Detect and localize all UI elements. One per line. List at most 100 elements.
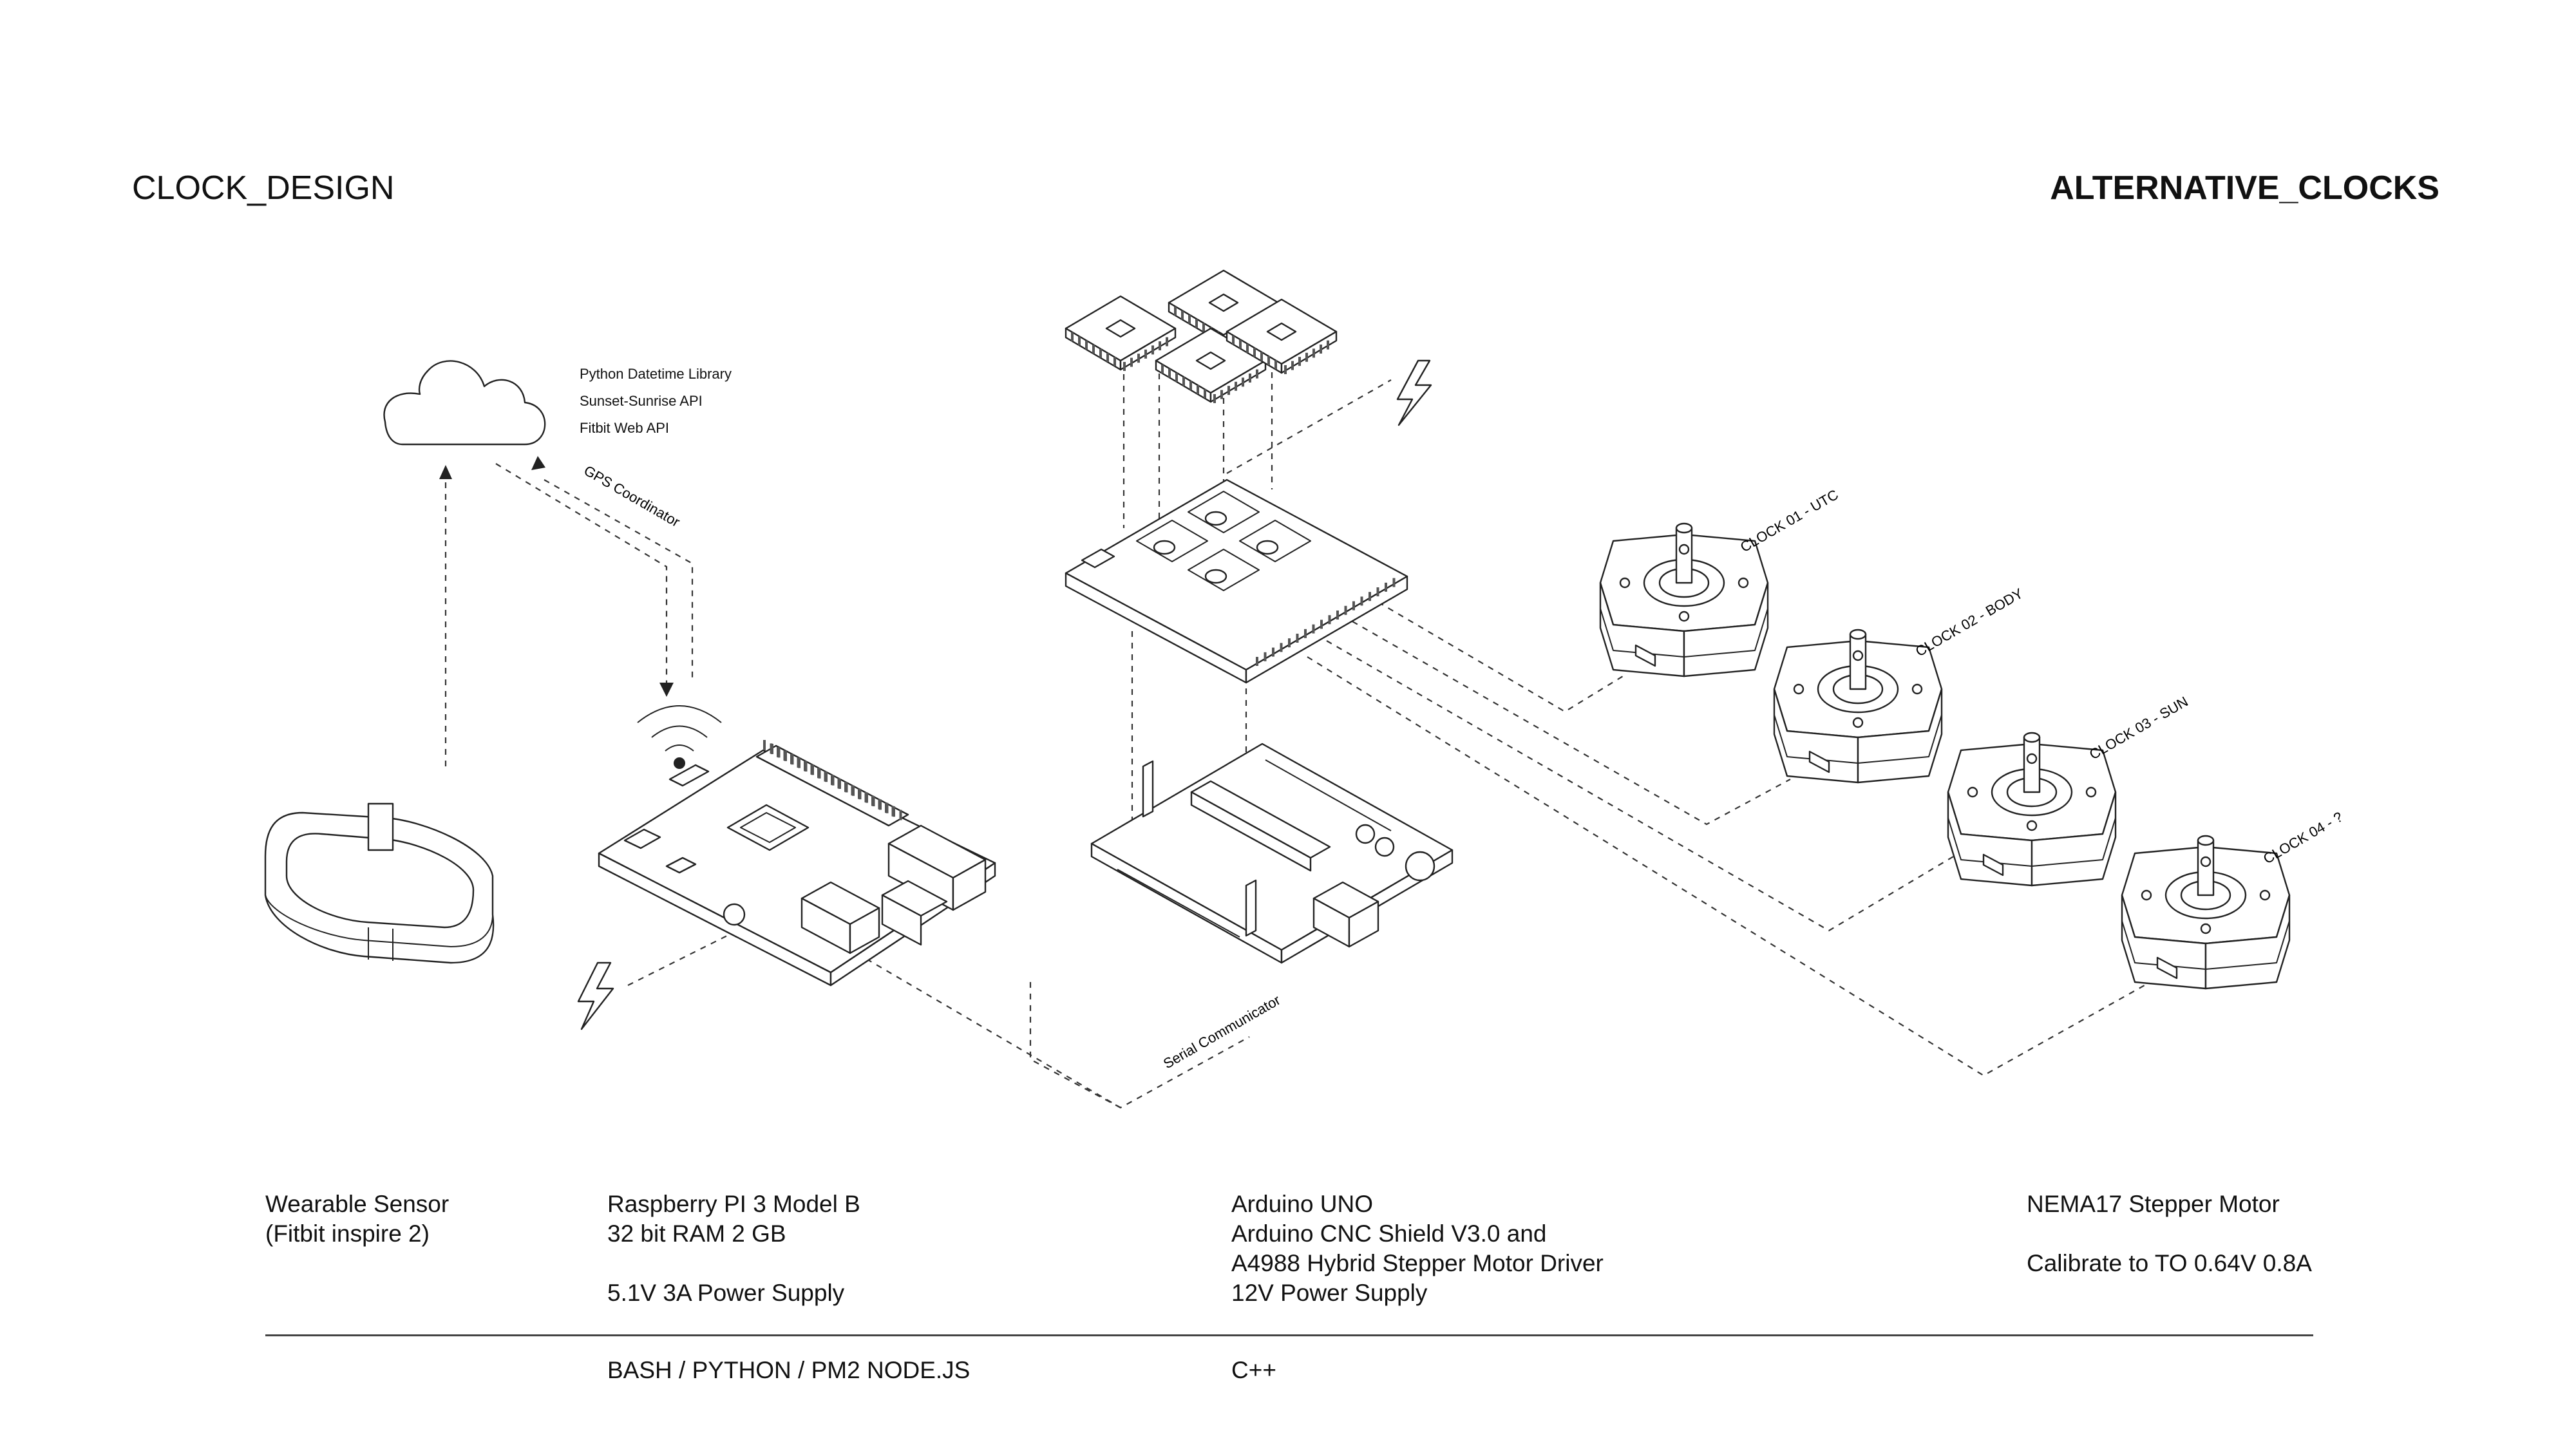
power-lightning-icon	[1397, 361, 1431, 425]
driver-pin	[1267, 356, 1270, 365]
screw	[1853, 718, 1862, 727]
gpio-pin	[784, 750, 786, 761]
raspberry-pi-board	[599, 740, 995, 985]
capacitor	[1206, 512, 1226, 525]
gpio-pin	[817, 768, 820, 778]
gpio-pin	[851, 785, 854, 795]
driver-pin	[1227, 386, 1230, 395]
shield-pin	[1304, 629, 1307, 638]
caption-wearable: Wearable Sensor (Fitbit inspire 2)	[265, 1189, 449, 1249]
gpio-pin	[885, 802, 887, 813]
screw	[2260, 891, 2269, 900]
screw	[1620, 578, 1629, 587]
driver-pin	[1246, 344, 1249, 353]
arrow-up-icon	[439, 465, 452, 479]
divider-line	[265, 1334, 2313, 1336]
gpio-pin	[824, 772, 827, 782]
driver-pin	[1253, 348, 1256, 357]
gpio-pin	[804, 761, 806, 771]
caption-line: Wearable Sensor	[265, 1189, 449, 1219]
screw	[1968, 788, 1977, 797]
cloud-service-1: Python Datetime Library	[580, 366, 732, 383]
arrow-cloud-icon	[531, 456, 545, 470]
driver-pin	[1085, 341, 1088, 350]
driver-pin	[1174, 307, 1177, 316]
driver-pin	[1197, 385, 1199, 394]
driver-pin	[1260, 352, 1263, 361]
screw	[1913, 685, 1922, 694]
caption-arduino: Arduino UNO Arduino CNC Shield V3.0 and …	[1231, 1189, 1604, 1308]
power-lightning-icon-2	[578, 963, 613, 1029]
driver-pin	[1166, 337, 1168, 346]
driver-pin	[1320, 345, 1322, 354]
shield-pin	[1264, 652, 1267, 661]
shield-pin	[1345, 606, 1347, 615]
shield-pin	[1320, 620, 1323, 629]
driver-pin	[1189, 381, 1192, 390]
driver-pin	[1232, 336, 1235, 345]
driver-pin	[1220, 390, 1223, 399]
driver-pin	[1106, 353, 1109, 362]
driver-pin	[1204, 389, 1206, 398]
gpio-pin	[790, 754, 793, 764]
gpio-pin	[858, 789, 860, 799]
driver-pin	[1092, 345, 1095, 354]
capacitor	[1206, 570, 1226, 583]
cloud-service-3: Fitbit Web API	[580, 420, 669, 437]
driver-pin	[1144, 350, 1147, 359]
caption-line: Calibrate to TO 0.64V 0.8A	[2027, 1249, 2312, 1278]
shield-pin	[1393, 578, 1396, 587]
screw	[2201, 857, 2210, 866]
screw	[2201, 924, 2210, 933]
caption-line	[607, 1249, 860, 1278]
screw	[2142, 891, 2151, 900]
screw	[1794, 685, 1803, 694]
caption-line	[2027, 1219, 2312, 1249]
gpio-pin	[777, 747, 779, 757]
driver-pin	[1256, 370, 1258, 379]
shield-pin	[1280, 643, 1283, 652]
driver-pin	[1168, 368, 1171, 377]
fitbit-band-icon	[265, 804, 493, 963]
driver-pin	[1182, 377, 1185, 386]
gpio-pin	[871, 795, 874, 806]
gpio-pin	[838, 778, 840, 788]
driver-pin	[1175, 373, 1178, 382]
driver-pin	[1137, 354, 1140, 363]
shield-pin	[1385, 583, 1387, 592]
driver-pin	[1113, 357, 1116, 366]
gpio-pin	[865, 792, 867, 802]
capacitor	[1154, 541, 1175, 554]
shield-power-link	[1227, 380, 1391, 473]
clock-label-3: CLOCK 03 - SUN	[2087, 693, 2191, 762]
clock-label-2: CLOCK 02 - BODY	[1913, 585, 2026, 659]
shield-pin	[1329, 615, 1331, 624]
shield-pin	[1256, 657, 1258, 666]
caption-line: Raspberry PI 3 Model B	[607, 1189, 860, 1219]
gpio-pin	[892, 806, 895, 817]
gpio-pin	[844, 782, 847, 792]
stepper-driver-modules	[1066, 270, 1336, 403]
caption-line: 12V Power Supply	[1231, 1278, 1604, 1308]
driver-pin	[1099, 349, 1102, 358]
screw	[1680, 612, 1689, 621]
shield-pin	[1272, 648, 1274, 657]
caption-line: Arduino UNO	[1231, 1189, 1604, 1219]
driver-pin	[1202, 323, 1205, 332]
screw	[2027, 821, 2036, 830]
cloud-service-2: Sunset-Sunrise API	[580, 393, 703, 410]
shield-pin	[1377, 587, 1379, 596]
cloud-icon	[384, 361, 545, 444]
shield-pin	[1361, 596, 1363, 605]
gpio-pin	[878, 799, 881, 810]
driver-pin	[1327, 341, 1329, 350]
caption-raspberry: Raspberry PI 3 Model B 32 bit RAM 2 GB 5…	[607, 1189, 860, 1308]
screw	[2027, 754, 2036, 763]
driver-pin	[1274, 360, 1277, 369]
shield-pin	[1288, 638, 1291, 647]
screw	[2087, 788, 2096, 797]
shield-pin	[1352, 601, 1355, 611]
software-raspberry: BASH / PYTHON / PM2 NODE.JS	[607, 1356, 970, 1385]
gpio-pin	[763, 740, 766, 750]
capacitor	[1257, 541, 1278, 554]
